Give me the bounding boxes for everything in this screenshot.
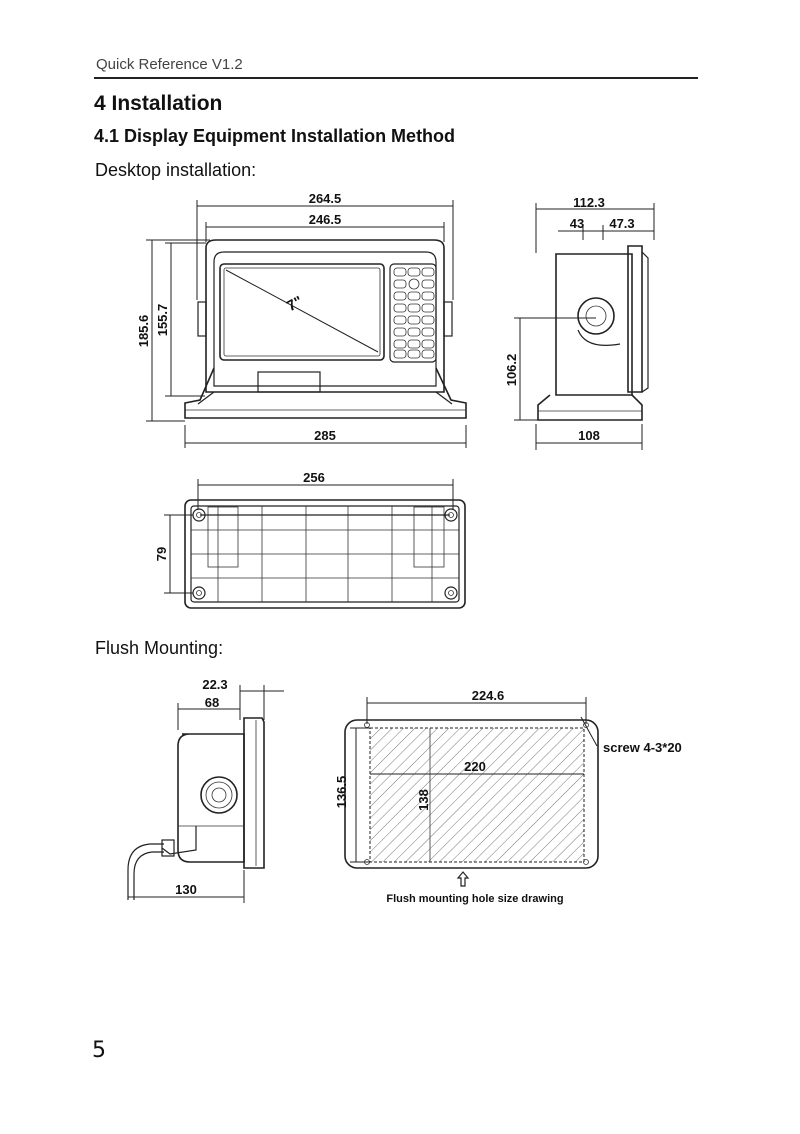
header-rule [94,77,698,79]
dim-bracket-depth: 79 [154,547,169,561]
dim-panel-width: 224.6 [472,688,505,703]
bracket-top-view-drawing [164,479,466,609]
dim-depth-total: 112.3 [573,195,605,210]
dim-depth-a: 43 [570,216,584,231]
dim-width-outer: 264.5 [309,191,342,206]
side-view-drawing [514,203,655,450]
dim-depth-b: 47.3 [609,216,634,231]
dim-bezel-depth: 22.3 [202,677,227,692]
dim-base-width: 285 [314,428,336,443]
dim-width-inner: 246.5 [309,212,342,227]
dim-base-depth: 108 [578,428,600,443]
flush-caption: Flush mounting hole size drawing [386,893,563,905]
dim-height-outer: 185.6 [136,315,151,348]
flush-side-view-drawing [127,685,284,903]
front-view-drawing [146,200,467,448]
flush-heading: Flush Mounting: [95,638,224,658]
dim-bracket-width: 256 [303,470,325,485]
dim-hole-width: 220 [464,759,486,774]
desktop-heading: Desktop installation: [95,160,257,180]
dim-pivot-height: 106.2 [504,354,519,387]
dim-height-inner: 155.7 [155,304,170,337]
dim-panel-height: 136.5 [334,776,349,809]
subsection-title: 4.1 Display Equipment Installation Metho… [94,126,456,146]
screw-label: screw 4-3*20 [603,740,682,755]
dim-screen-diagonal: 7" [284,293,306,315]
section-title: 4 Installation [94,92,223,115]
dim-cable-clearance: 130 [175,882,197,897]
page-number: 5 [92,1038,106,1063]
dim-hole-height: 138 [416,789,431,811]
running-header: Quick Reference V1.2 [96,56,243,73]
flush-hole-drawing [344,697,599,887]
dim-body-depth: 68 [205,695,219,710]
